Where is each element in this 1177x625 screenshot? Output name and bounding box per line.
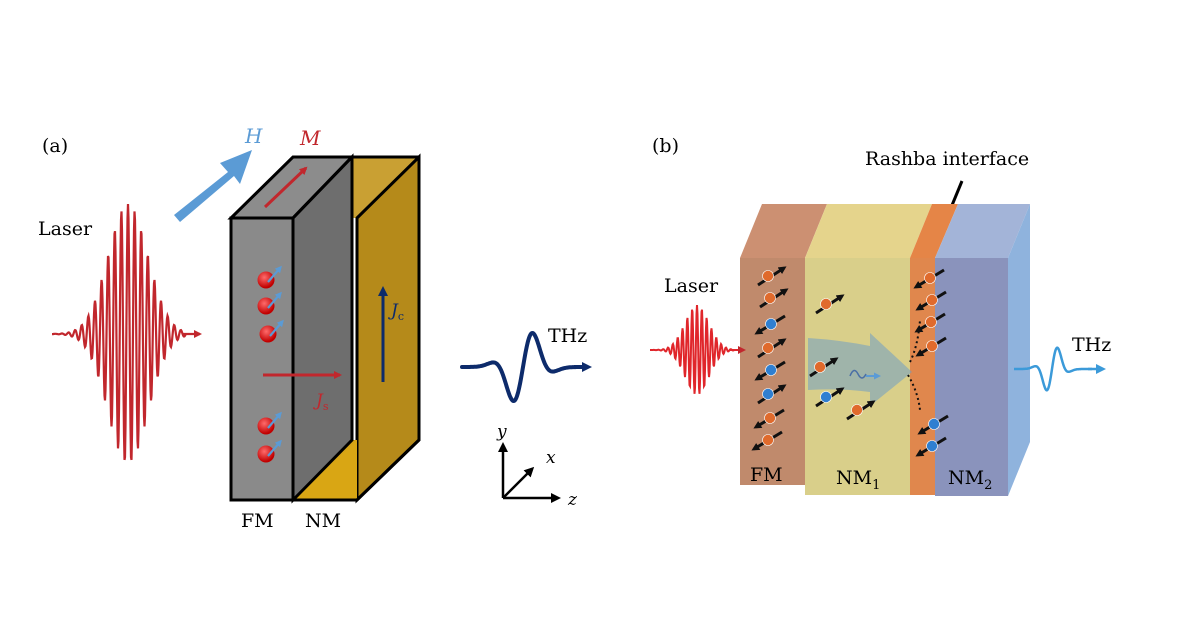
spin-electron — [762, 342, 774, 354]
spin-arrow — [267, 439, 282, 457]
fm-nm-edge — [291, 155, 354, 220]
panel-a: (a) Laser H M Js Jc FM — [38, 124, 592, 532]
nm-label-a: NM — [305, 510, 341, 532]
laser-pulse-a — [52, 203, 187, 461]
spin-electron — [851, 404, 863, 416]
charge-current-symbol: J — [388, 301, 399, 321]
spin-group-b — [751, 266, 949, 457]
spin-electron — [926, 340, 938, 352]
spin-electron — [765, 364, 777, 376]
spin-electron — [926, 440, 938, 452]
thz-label-a: THz — [548, 325, 587, 347]
magnetization-arrow — [263, 166, 308, 209]
panel-b: (b) Rashba interface FM NM1 NM2 Laser — [650, 135, 1111, 496]
nm-outline — [293, 155, 421, 502]
nm2-symbol: NM — [948, 467, 984, 489]
spin-electron — [762, 434, 774, 446]
nm2-front-b — [935, 258, 1008, 496]
fm-label-b: FM — [750, 464, 783, 486]
magnetization-label: M — [299, 126, 321, 150]
rashba-layer-b — [910, 258, 935, 495]
panel-a-laser-label: Laser — [38, 218, 93, 240]
y-axis-label: y — [496, 422, 507, 442]
fm-label-a: FM — [241, 510, 274, 532]
laser-pulse-b — [650, 304, 735, 394]
spin-electron — [925, 316, 937, 328]
thz-pulse-b — [1014, 346, 1092, 392]
electron — [257, 271, 275, 289]
panel-b-tag: (b) — [652, 135, 679, 157]
thz-pulse-a — [460, 330, 580, 404]
rashba-label: Rashba interface — [865, 148, 1029, 170]
spin-arrow — [267, 291, 282, 309]
spin-arrow — [269, 319, 284, 337]
panel-a-tag: (a) — [42, 135, 68, 157]
nm1-symbol: NM — [836, 467, 872, 489]
nm2-subscript: 2 — [984, 478, 992, 493]
nm2-side-b — [1008, 204, 1030, 496]
charge-current-label: Jc — [388, 301, 404, 323]
spin-electron — [762, 270, 774, 282]
spin-electron — [814, 361, 826, 373]
spin-electron — [764, 292, 776, 304]
spin-electron — [820, 298, 832, 310]
fm-top-b — [740, 204, 827, 258]
nm2-label-b: NM2 — [948, 467, 992, 493]
rashba-top-b — [910, 204, 958, 258]
spin-electron — [924, 272, 936, 284]
field-h-arrow — [174, 150, 252, 222]
x-axis — [502, 466, 535, 499]
fm-front-face — [229, 216, 295, 502]
electron — [259, 325, 277, 343]
spin-arrow — [267, 265, 282, 283]
x-axis-label: x — [546, 448, 556, 468]
charge-current-subscript: c — [398, 310, 404, 323]
spin-arrow — [267, 411, 282, 429]
electron — [257, 417, 275, 435]
thz-label-b: THz — [1072, 334, 1111, 356]
nm1-label-b: NM1 — [836, 467, 880, 493]
electron — [257, 297, 275, 315]
coordinate-axes: y x z — [496, 422, 578, 510]
spin-current-subscript: s — [323, 400, 329, 413]
spin-current-label: Js — [313, 391, 329, 413]
z-axis-label: z — [567, 490, 578, 510]
nm1-subscript: 1 — [872, 478, 880, 493]
spin-electron — [820, 391, 832, 403]
spin-electron — [926, 294, 938, 306]
spin-flow-squiggle — [849, 369, 867, 379]
nm2-top-b — [935, 204, 1030, 258]
electron-group-a — [257, 265, 284, 463]
nm1-top-b — [805, 204, 932, 258]
spin-electron — [762, 388, 774, 400]
panel-b-laser-label: Laser — [664, 275, 719, 297]
spin-electron — [765, 318, 777, 330]
electron — [257, 445, 275, 463]
spin-current-symbol: J — [313, 391, 324, 411]
spin-electron — [928, 418, 940, 430]
field-h-label: H — [244, 124, 263, 148]
spin-flow-arrow — [808, 333, 912, 406]
spin-electron — [764, 412, 776, 424]
